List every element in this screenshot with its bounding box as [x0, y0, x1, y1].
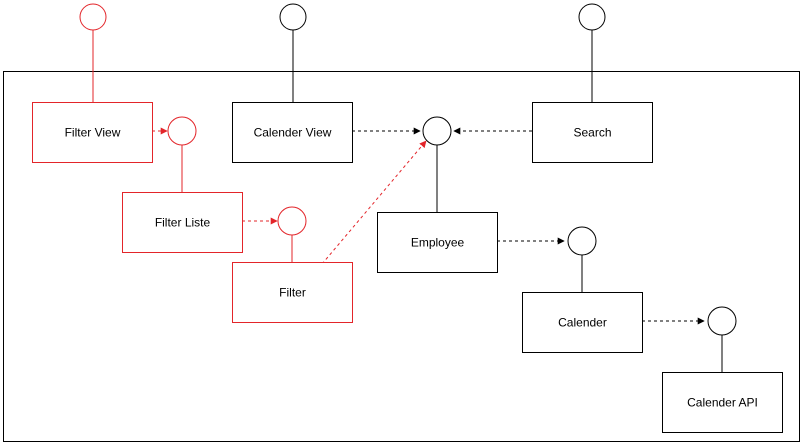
- component-label: Filter: [279, 286, 306, 300]
- connector-filter-to-employee: [321, 140, 427, 265]
- interface-lollipop-icon: [279, 3, 307, 31]
- filter-liste-interface-icon: [167, 116, 197, 146]
- external-interface-filter-view: [79, 3, 107, 102]
- component-filter[interactable]: Filter: [232, 262, 353, 323]
- component-filter-liste[interactable]: Filter Liste: [122, 192, 243, 253]
- employee-interface-icon: [422, 116, 452, 146]
- component-calender-api[interactable]: Calender API: [662, 372, 783, 433]
- component-label: Filter Liste: [155, 216, 211, 230]
- component-label: Search: [573, 126, 611, 140]
- calender-interface-icon: [567, 226, 597, 256]
- component-filter-view[interactable]: Filter View: [32, 102, 153, 163]
- component-label: Calender: [558, 316, 607, 330]
- interface-lollipop-icon: [79, 3, 107, 31]
- interface-lollipop-icon: [578, 3, 606, 31]
- component-box: [232, 102, 353, 163]
- component-calender[interactable]: Calender: [522, 292, 643, 353]
- external-interface-calender-view: [279, 3, 307, 102]
- component-box: [662, 372, 783, 433]
- component-search[interactable]: Search: [532, 102, 653, 163]
- component-employee[interactable]: Employee: [377, 212, 498, 273]
- calender-api-interface-icon: [707, 306, 737, 336]
- component-box: [522, 292, 643, 353]
- component-box: [122, 192, 243, 253]
- filter-interface-icon: [277, 206, 307, 236]
- component-label: Calender View: [254, 126, 332, 140]
- component-box: [377, 212, 498, 273]
- system-boundary: [3, 71, 800, 442]
- component-box: [32, 102, 153, 163]
- component-label: Filter View: [65, 126, 121, 140]
- external-interface-search: [578, 3, 606, 102]
- component-label: Calender API: [687, 396, 758, 410]
- component-label: Employee: [411, 236, 465, 250]
- component-box: [232, 262, 353, 323]
- component-box: [532, 102, 653, 163]
- component-calender-view[interactable]: Calender View: [232, 102, 353, 163]
